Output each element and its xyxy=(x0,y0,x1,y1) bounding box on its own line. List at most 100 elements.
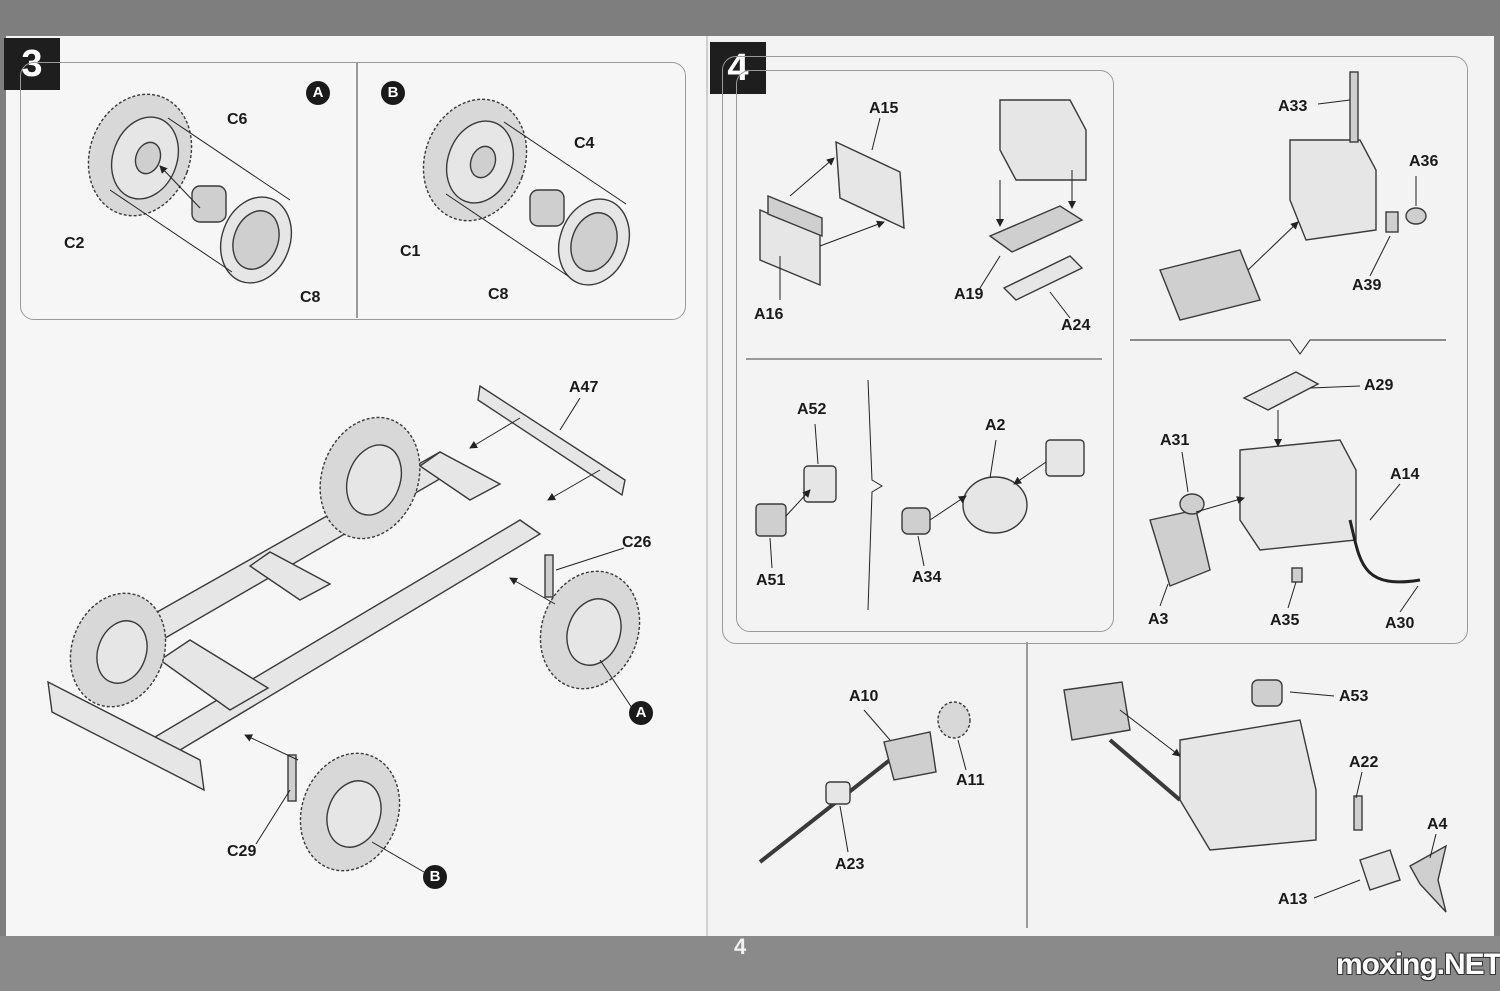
prop-shaft xyxy=(1108,738,1182,802)
timing-cover-a3 xyxy=(1149,509,1211,587)
label-a24: A24 xyxy=(1061,317,1091,334)
hub-c6 xyxy=(191,185,227,223)
rim-inner xyxy=(232,210,280,270)
crossmember-rear xyxy=(158,639,270,711)
label-a52: A52 xyxy=(797,401,827,418)
part-a34 xyxy=(901,507,931,535)
wheel-assembly-b xyxy=(422,98,631,286)
rear-left-hub xyxy=(96,620,148,684)
label-a4: A4 xyxy=(1427,816,1448,833)
hub-center xyxy=(469,145,497,179)
label-a36: A36 xyxy=(1409,153,1439,170)
pump-body xyxy=(1045,439,1085,477)
wheel-assembly-a xyxy=(87,93,293,284)
part-a52 xyxy=(803,465,837,503)
rear-bumper xyxy=(47,680,205,792)
label-a22: A22 xyxy=(1349,754,1379,771)
label-a51: A51 xyxy=(756,572,786,589)
label-c4: C4 xyxy=(574,135,595,152)
fan-belt-a13 xyxy=(1359,849,1401,891)
label-a11: A11 xyxy=(956,772,985,789)
label-c2: C2 xyxy=(64,235,85,252)
label-c8-b: C8 xyxy=(488,286,509,303)
label-a23: A23 xyxy=(835,856,865,873)
label-a3: A3 xyxy=(1148,611,1169,628)
front-right-hub xyxy=(566,598,622,666)
final-engine-assembly xyxy=(1063,679,1448,913)
fuel-pump-assembly xyxy=(755,379,1085,611)
pan-plate-a24 xyxy=(1002,255,1084,301)
housing-a2 xyxy=(962,476,1028,534)
sub-step-b-badge: B xyxy=(381,81,405,105)
step-4-bottom-divider xyxy=(1026,642,1028,928)
label-a53: A53 xyxy=(1339,688,1369,705)
page-number: 4 xyxy=(734,934,747,959)
chassis-badge-a: A xyxy=(629,701,653,725)
engine-block-assembly xyxy=(759,71,1446,355)
pulley-a31 xyxy=(1179,493,1205,515)
pipe-a30 xyxy=(1348,519,1421,584)
sub-step-a-badge: A xyxy=(306,81,330,105)
transfer-case xyxy=(1063,681,1131,741)
drive-shaft-assembly xyxy=(758,701,971,864)
label-a2: A2 xyxy=(985,417,1006,434)
part-a22 xyxy=(1353,795,1363,831)
label-a16: A16 xyxy=(754,306,784,323)
frame-rail-right xyxy=(148,519,542,757)
shock-c29 xyxy=(287,754,297,802)
fan-a4 xyxy=(1409,844,1448,913)
engine-assembled xyxy=(1179,719,1317,851)
part-a51 xyxy=(755,503,787,537)
label-a15: A15 xyxy=(869,100,899,117)
front-left-hub xyxy=(345,444,403,516)
label-a31: A31 xyxy=(1160,432,1190,449)
chassis-badge-b: B xyxy=(423,865,447,889)
gearbox xyxy=(1159,249,1261,321)
label-a29: A29 xyxy=(1364,377,1394,394)
label-a35: A35 xyxy=(1270,612,1300,629)
label-c26: C26 xyxy=(622,534,652,551)
joint-a23 xyxy=(825,781,851,805)
page-gutter xyxy=(706,36,708,936)
cover-a29 xyxy=(1242,371,1320,411)
step-4-inner-divider xyxy=(746,358,1102,360)
step-4-inner-panel xyxy=(736,70,1114,632)
block-a15 xyxy=(835,140,905,230)
label-a10: A10 xyxy=(849,688,879,705)
label-a34: A34 xyxy=(912,569,942,586)
step-3-wheel-panel xyxy=(20,62,686,320)
label-a19: A19 xyxy=(954,286,984,303)
engine-detail-assembly xyxy=(1149,371,1421,613)
gear-a11 xyxy=(937,701,971,739)
label-a39: A39 xyxy=(1352,277,1382,294)
step-3-divider xyxy=(356,62,358,318)
crossmember-mid xyxy=(248,551,332,601)
label-a13: A13 xyxy=(1278,891,1308,908)
watermark-text: moxing.NET xyxy=(1336,948,1500,981)
label-a30: A30 xyxy=(1385,615,1415,632)
part-a35 xyxy=(1291,567,1303,583)
dipstick-a33 xyxy=(1349,71,1359,143)
housing-a10 xyxy=(883,731,937,781)
rear-right-hub xyxy=(326,780,382,848)
shaft-a23 xyxy=(758,750,902,864)
label-c8-a: C8 xyxy=(300,289,321,306)
bottom-band xyxy=(0,936,1500,991)
label-a47: A47 xyxy=(569,379,599,396)
label-c6: C6 xyxy=(227,111,248,128)
engine-block xyxy=(1239,439,1357,551)
hub-center xyxy=(134,141,162,175)
part-a39 xyxy=(1385,211,1399,233)
block-assembled xyxy=(999,99,1087,181)
label-c1: C1 xyxy=(400,243,421,260)
label-c29: C29 xyxy=(227,843,257,860)
bumper-a47 xyxy=(477,384,626,497)
crossmember-front xyxy=(418,451,502,501)
block-with-bellhousing xyxy=(1289,139,1377,241)
part-a36 xyxy=(1405,207,1427,225)
part-a53 xyxy=(1251,679,1283,707)
step-4-outer-panel xyxy=(722,56,1468,644)
hub-c4 xyxy=(529,189,565,227)
